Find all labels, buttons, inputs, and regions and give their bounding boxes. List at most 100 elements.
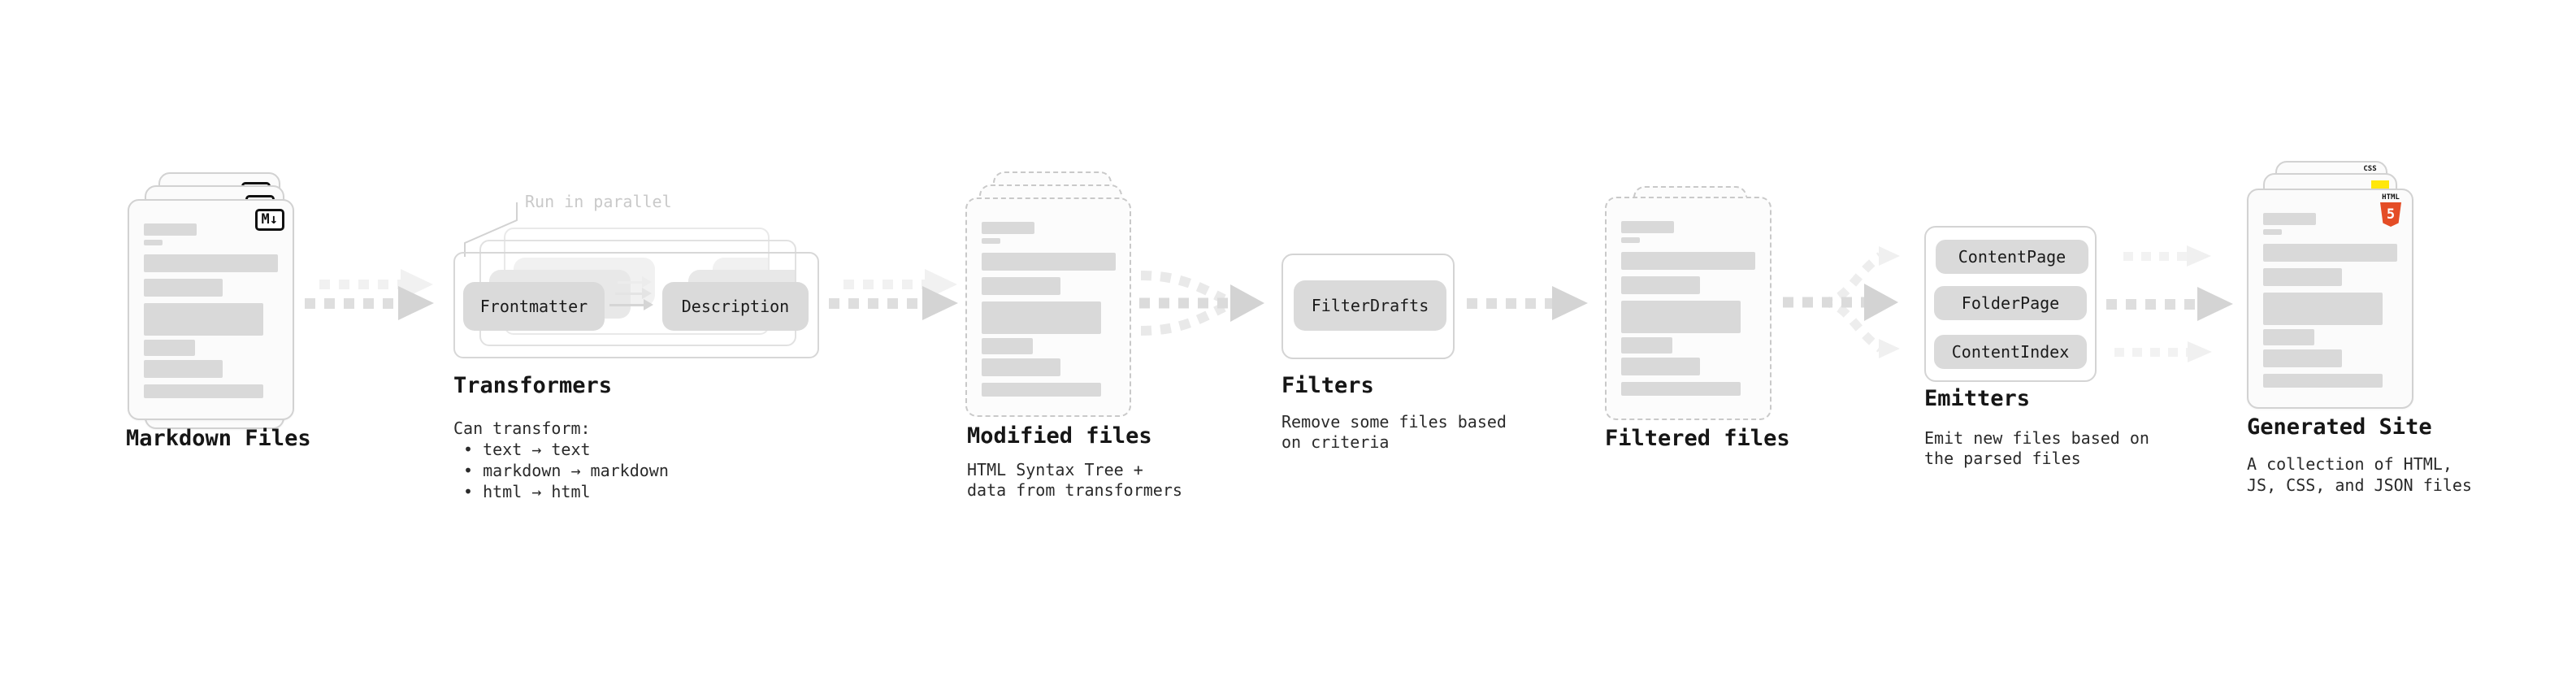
- document-content-placeholder: [144, 223, 278, 398]
- text-bar: [1621, 276, 1700, 294]
- arrow-head: [2197, 287, 2233, 321]
- stage-caption-filters: Remove some files based on criteria: [1281, 412, 1507, 453]
- stage-caption-generated-site: A collection of HTML, JS, CSS, and JSON …: [2247, 453, 2472, 496]
- text-bar: [982, 358, 1060, 376]
- arrow-head: [642, 288, 652, 299]
- filters-container: FilterDrafts: [1281, 254, 1455, 359]
- text-bar: [2263, 374, 2383, 388]
- document-content-placeholder: [1621, 221, 1755, 396]
- converge-arrow-icon: [1139, 271, 1264, 336]
- pill-contentindex: ContentIndex: [1934, 335, 2087, 369]
- caption-line: A collection of HTML,: [2247, 454, 2452, 474]
- text-bar: [2263, 293, 2383, 325]
- html5-icon: HTML 5: [2379, 194, 2403, 227]
- text-bar: [144, 384, 263, 398]
- bullet-item: • text → text: [463, 440, 591, 459]
- html5-icon-label: HTML: [2382, 193, 2400, 202]
- document-content-placeholder: [2263, 213, 2397, 388]
- arrow-line: [618, 280, 642, 284]
- arrow-right-icon: [615, 288, 652, 299]
- text-bar: [982, 383, 1101, 397]
- text-bar: [1621, 337, 1672, 354]
- text-bar: [1621, 221, 1674, 233]
- text-bar: [1621, 301, 1741, 333]
- transformer-layer-front: Frontmatter Description: [453, 252, 819, 358]
- text-bar: [2263, 268, 2342, 286]
- arrow-head: [642, 276, 652, 288]
- stage-title-modified-files: Modified files: [967, 423, 1152, 449]
- arrow-right-icon: [1467, 286, 1588, 320]
- text-bar: [2263, 349, 2342, 367]
- stage-caption-emitters: Emit new files based on the parsed files: [1924, 428, 2149, 469]
- text-bar: [144, 340, 195, 356]
- css-icon-label: CSS: [2363, 165, 2377, 173]
- arrow-line: [319, 280, 401, 289]
- stage-title-filtered-files: Filtered files: [1605, 426, 1790, 451]
- arrow-line: [1467, 297, 1552, 309]
- text-bar: [2263, 213, 2316, 225]
- pill-contentpage: ContentPage: [1936, 240, 2088, 274]
- caption-line: HTML Syntax Tree +: [967, 460, 1143, 479]
- stage-caption-transformers: Can transform: • text → text • markdown …: [453, 418, 669, 502]
- arrow-right-icon: [618, 276, 652, 288]
- stage-title-markdown-files: Markdown Files: [126, 426, 311, 451]
- diverge-arrow-icon: [1783, 246, 1900, 358]
- arrow-right-icon: [609, 299, 653, 310]
- filtered-file-card-front: [1605, 197, 1772, 420]
- arrow-head: [922, 286, 958, 320]
- markdown-icon: M↓: [254, 209, 284, 231]
- caption-line: data from transformers: [967, 480, 1182, 500]
- arrow-head: [644, 299, 653, 310]
- arrow-right-icon: [2114, 341, 2212, 362]
- generated-file-card-html: HTML 5: [2247, 189, 2413, 409]
- arrow-right-icon: [2123, 245, 2211, 267]
- caption-line: Remove some files based: [1281, 412, 1507, 432]
- text-bar: [982, 277, 1060, 295]
- text-bar: [144, 360, 223, 378]
- html5-shield: 5: [2380, 202, 2401, 227]
- caption-line: on criteria: [1281, 432, 1390, 452]
- emitters-container: ContentPage FolderPage ContentIndex: [1924, 226, 2097, 382]
- text-bar: [2263, 244, 2397, 262]
- stage-title-generated-site: Generated Site: [2247, 414, 2432, 440]
- arrow-head: [398, 286, 434, 320]
- pill-frontmatter: Frontmatter: [463, 282, 605, 331]
- text-bar: [2263, 329, 2314, 345]
- arrow-head: [2188, 341, 2212, 362]
- stage-title-transformers: Transformers: [453, 373, 613, 398]
- arrow-head: [2187, 245, 2211, 267]
- modified-file-card-front: [965, 197, 1131, 417]
- arrow-line: [2106, 298, 2197, 310]
- markdown-file-card-front: M↓: [128, 199, 294, 420]
- stage-title-emitters: Emitters: [1924, 386, 2031, 411]
- text-bar: [2263, 229, 2282, 235]
- run-in-parallel-label: Run in parallel: [525, 192, 672, 211]
- text-bar: [982, 301, 1101, 334]
- caption-line: Can transform:: [453, 419, 591, 438]
- text-bar: [982, 338, 1033, 354]
- arrow-line: [615, 292, 642, 295]
- text-bar: [982, 238, 1000, 244]
- arrow-right-icon: [2106, 287, 2233, 321]
- text-bar: [144, 254, 278, 272]
- text-bar: [1621, 358, 1700, 375]
- stage-caption-modified-files: HTML Syntax Tree + data from transformer…: [967, 460, 1182, 501]
- document-content-placeholder: [982, 222, 1116, 397]
- text-bar: [982, 222, 1034, 234]
- stage-title-filters: Filters: [1281, 373, 1374, 398]
- arrow-line: [829, 297, 922, 309]
- pill-folderpage: FolderPage: [1934, 286, 2087, 320]
- text-bar: [1621, 382, 1741, 396]
- arrow-line: [2123, 251, 2187, 261]
- text-bar: [144, 223, 197, 236]
- text-bar: [1621, 237, 1640, 243]
- arrow-right-icon: [829, 286, 958, 320]
- arrow-line: [2114, 347, 2188, 357]
- text-bar: [144, 240, 163, 245]
- pill-description: Description: [662, 282, 809, 331]
- arrow-right-icon: [305, 286, 434, 320]
- text-bar: [144, 279, 223, 297]
- caption-line: the parsed files: [1924, 449, 2081, 468]
- text-bar: [144, 303, 263, 336]
